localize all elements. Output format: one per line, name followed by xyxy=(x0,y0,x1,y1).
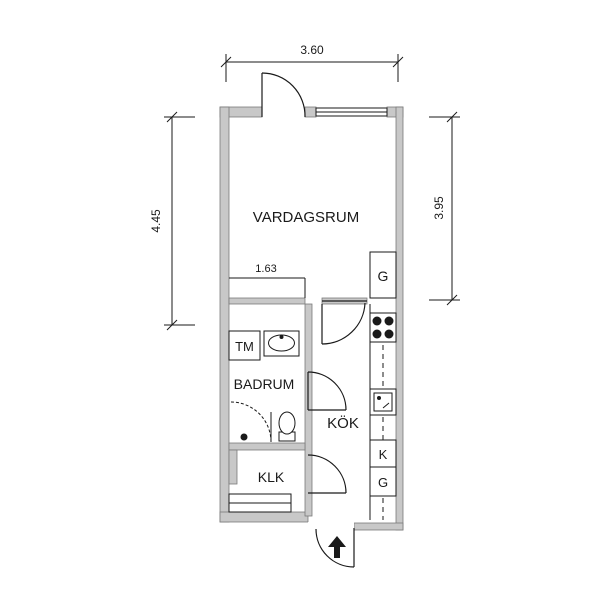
closet-shelf xyxy=(228,493,292,513)
dimension-right-label: 3.95 xyxy=(432,196,446,220)
toilet xyxy=(278,411,296,442)
wardrobe-living-label: G xyxy=(378,268,389,284)
room-label-bathroom: BADRUM xyxy=(234,376,295,392)
dimension-left-label: 4.45 xyxy=(149,209,163,233)
stove xyxy=(369,312,397,343)
wardrobe-living xyxy=(369,251,397,299)
room-label-living: VARDAGSRUM xyxy=(253,209,359,226)
door-living xyxy=(321,300,367,345)
washer xyxy=(228,330,261,361)
kitchen-sink xyxy=(369,388,397,416)
living-inner-width-label: 1.63 xyxy=(255,263,276,275)
window-top xyxy=(315,107,388,117)
entrance-arrow-icon xyxy=(328,536,346,558)
fridge-label: K xyxy=(379,447,388,462)
room-label-closet: KLK xyxy=(258,469,285,485)
dimension-top xyxy=(220,54,404,82)
door-balcony xyxy=(261,72,306,118)
door-entrance xyxy=(315,528,355,568)
door-closet xyxy=(307,454,347,494)
door-bathroom xyxy=(307,371,347,411)
shower xyxy=(230,401,272,443)
dimension-left xyxy=(164,111,195,331)
wardrobe-kitchen-label: G xyxy=(378,475,388,490)
dimension-top-label: 3.60 xyxy=(300,43,324,57)
sink xyxy=(263,330,300,357)
wardrobe-kitchen xyxy=(369,466,397,497)
room-label-kitchen: KÖK xyxy=(327,414,359,432)
dimension-right xyxy=(429,111,460,306)
living-divider xyxy=(229,277,306,298)
fridge xyxy=(369,439,397,468)
washer-label: TM xyxy=(235,339,254,354)
